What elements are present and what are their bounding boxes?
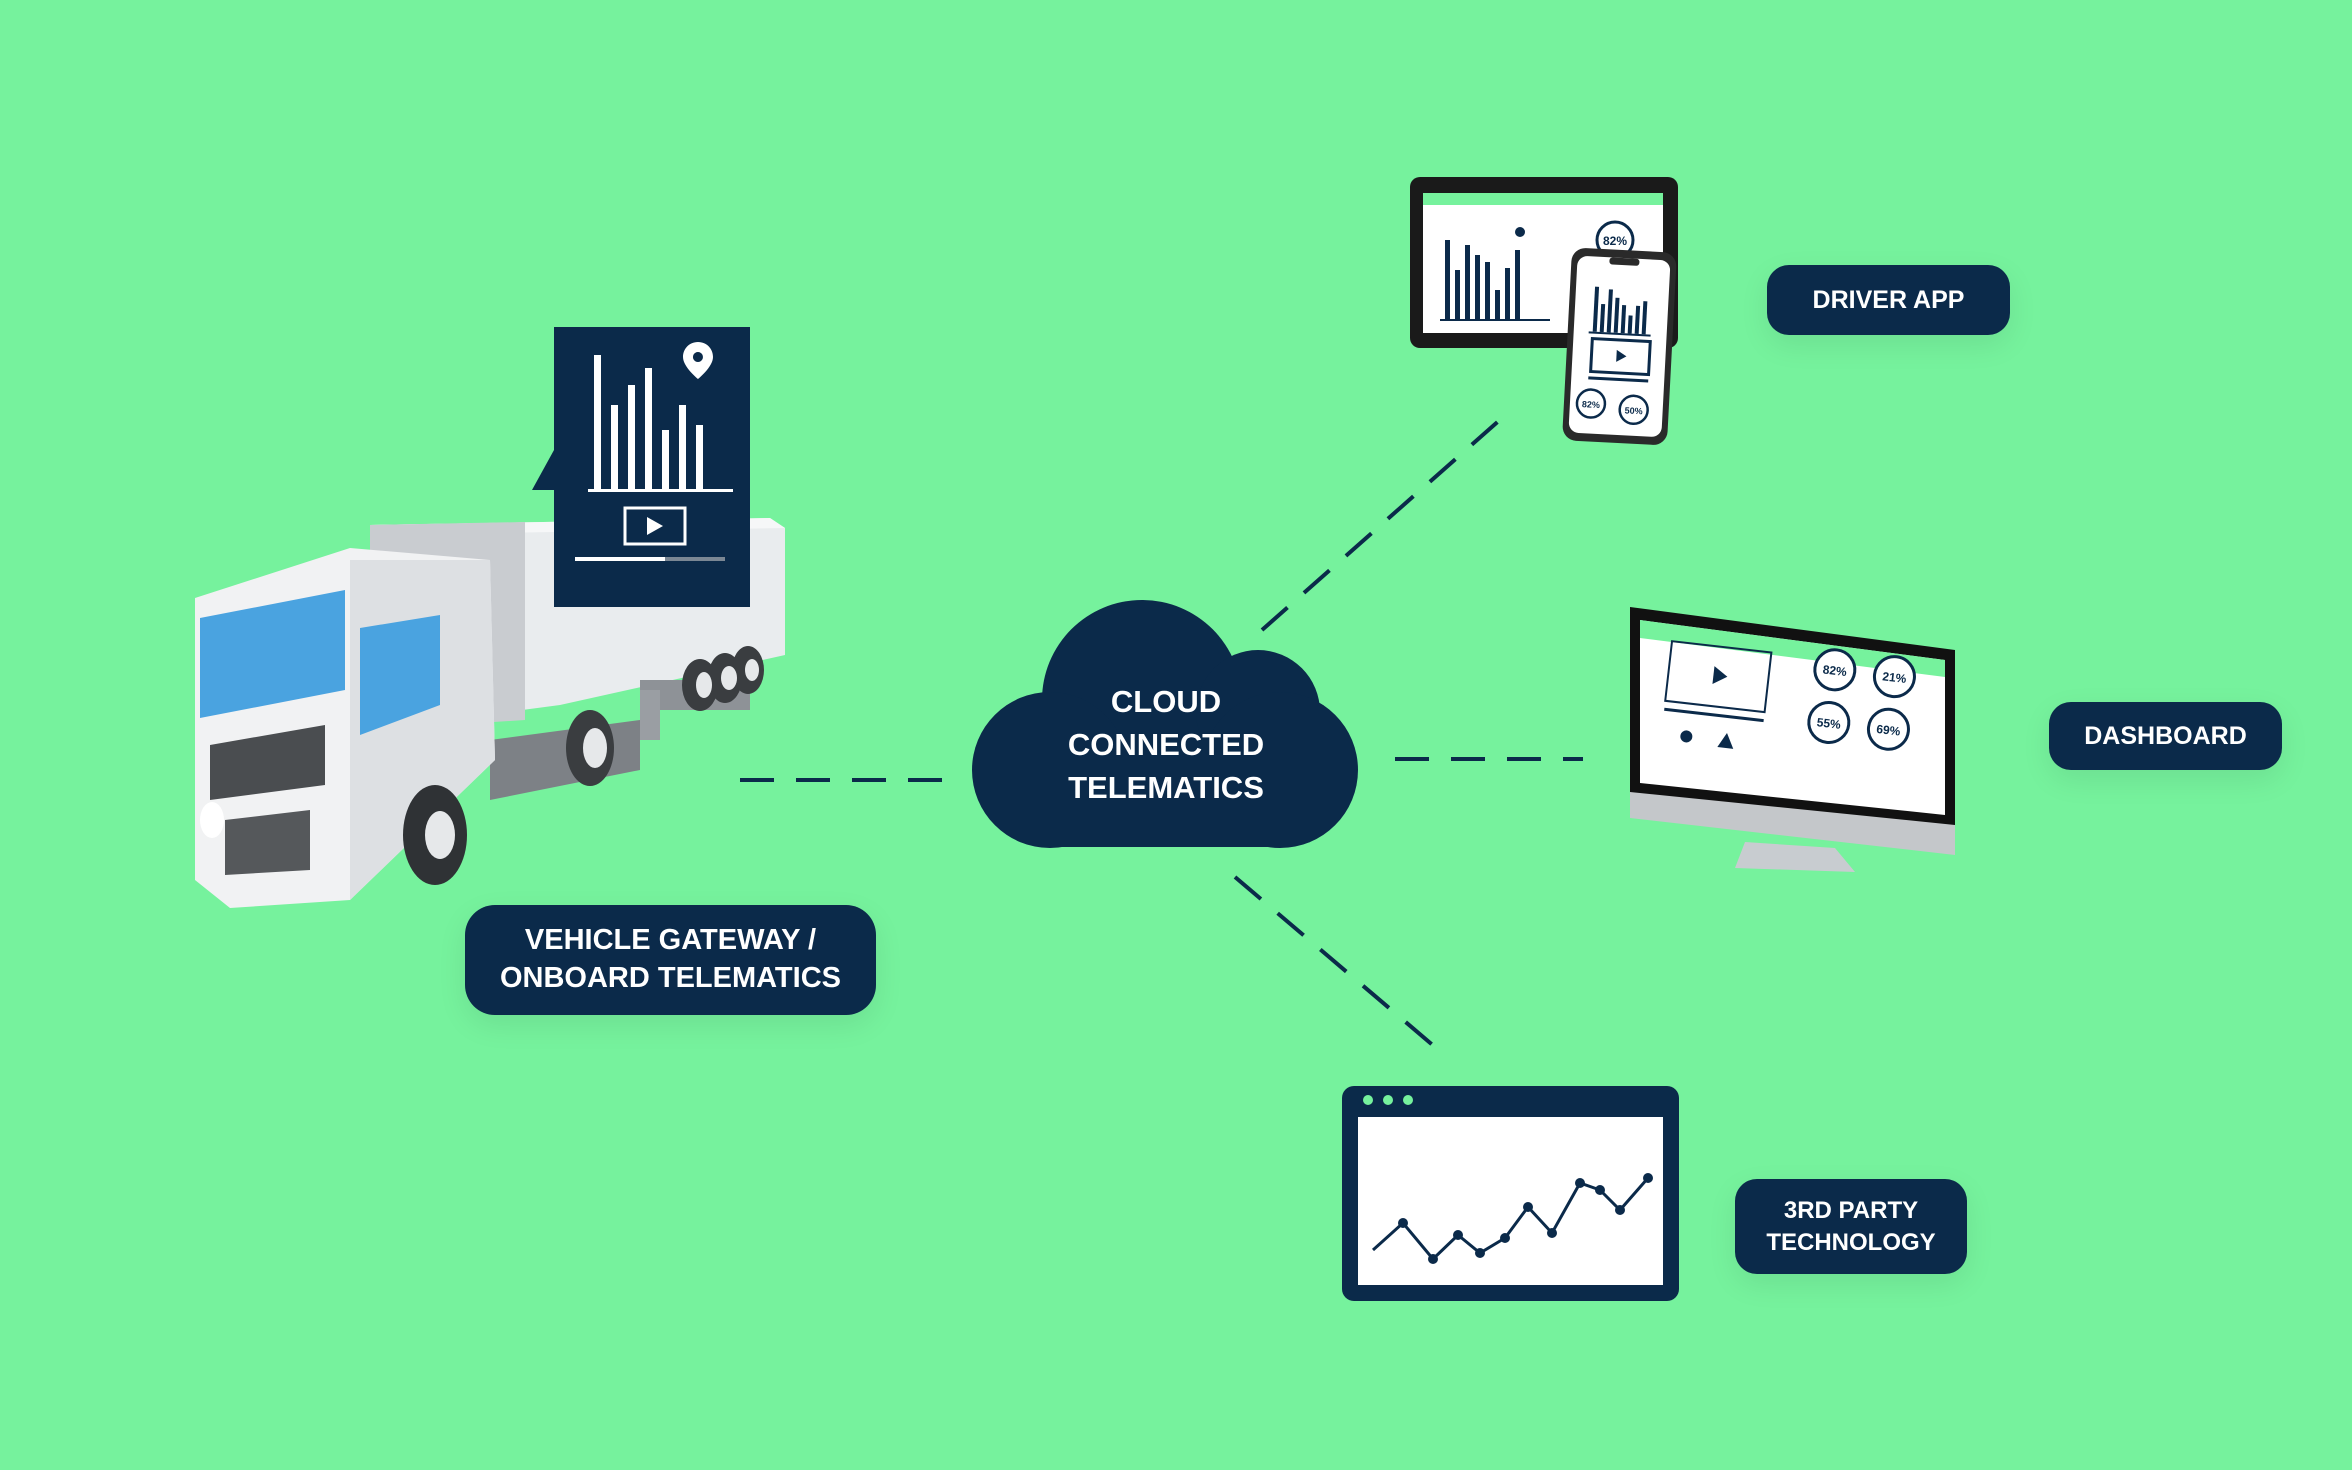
- dashboard-gauge-4: 69%: [1876, 722, 1902, 739]
- cloud-label-line2: CONNECTED: [1067, 727, 1265, 762]
- driver-app-label: DRIVER APP: [1767, 265, 2010, 335]
- phone-gauge-1: 82%: [1582, 399, 1601, 410]
- truck-illustration: [195, 518, 785, 908]
- connector-cloud-driver-app: [1260, 416, 1504, 632]
- phone-illustration: 82% 50%: [1562, 248, 1677, 445]
- monitor-illustration: 82% 21% 55% 69%: [1630, 607, 1955, 872]
- bar-chart-icon: [588, 355, 733, 492]
- phone-gauge-2: 50%: [1624, 405, 1643, 416]
- dashboard-gauge-2: 21%: [1882, 669, 1908, 686]
- cloud-label-line1: CLOUD: [1110, 684, 1222, 719]
- dashboard-gauge-3: 55%: [1816, 715, 1842, 732]
- cloud-label-line3: TELEMATICS: [1068, 770, 1264, 805]
- vehicle-label-line2: ONBOARD TELEMATICS: [499, 962, 841, 994]
- vehicle-data-popup: [532, 327, 750, 607]
- third-party-label: 3RD PARTY TECHNOLOGY: [1735, 1179, 1967, 1274]
- connector-cloud-third-party: [1233, 875, 1437, 1049]
- third-party-label-line2: TECHNOLOGY: [1766, 1228, 1936, 1256]
- cloud-label: CLOUD CONNECTED TELEMATICS: [1030, 680, 1302, 809]
- vehicle-label-line1: VEHICLE GATEWAY /: [524, 924, 817, 957]
- video-player-icon: [623, 506, 687, 546]
- vehicle-gateway-label: VEHICLE GATEWAY / ONBOARD TELEMATICS: [465, 905, 876, 1015]
- browser-window-illustration: [1342, 1086, 1679, 1301]
- dashboard-label: DASHBOARD: [2049, 702, 2282, 770]
- location-pin-icon: [683, 342, 713, 379]
- tablet-gauge-label: 82%: [1603, 234, 1627, 248]
- cloud-shape: [972, 600, 1358, 848]
- dashboard-gauge-1: 82%: [1822, 662, 1848, 679]
- third-party-label-line1: 3RD PARTY: [1783, 1197, 1919, 1225]
